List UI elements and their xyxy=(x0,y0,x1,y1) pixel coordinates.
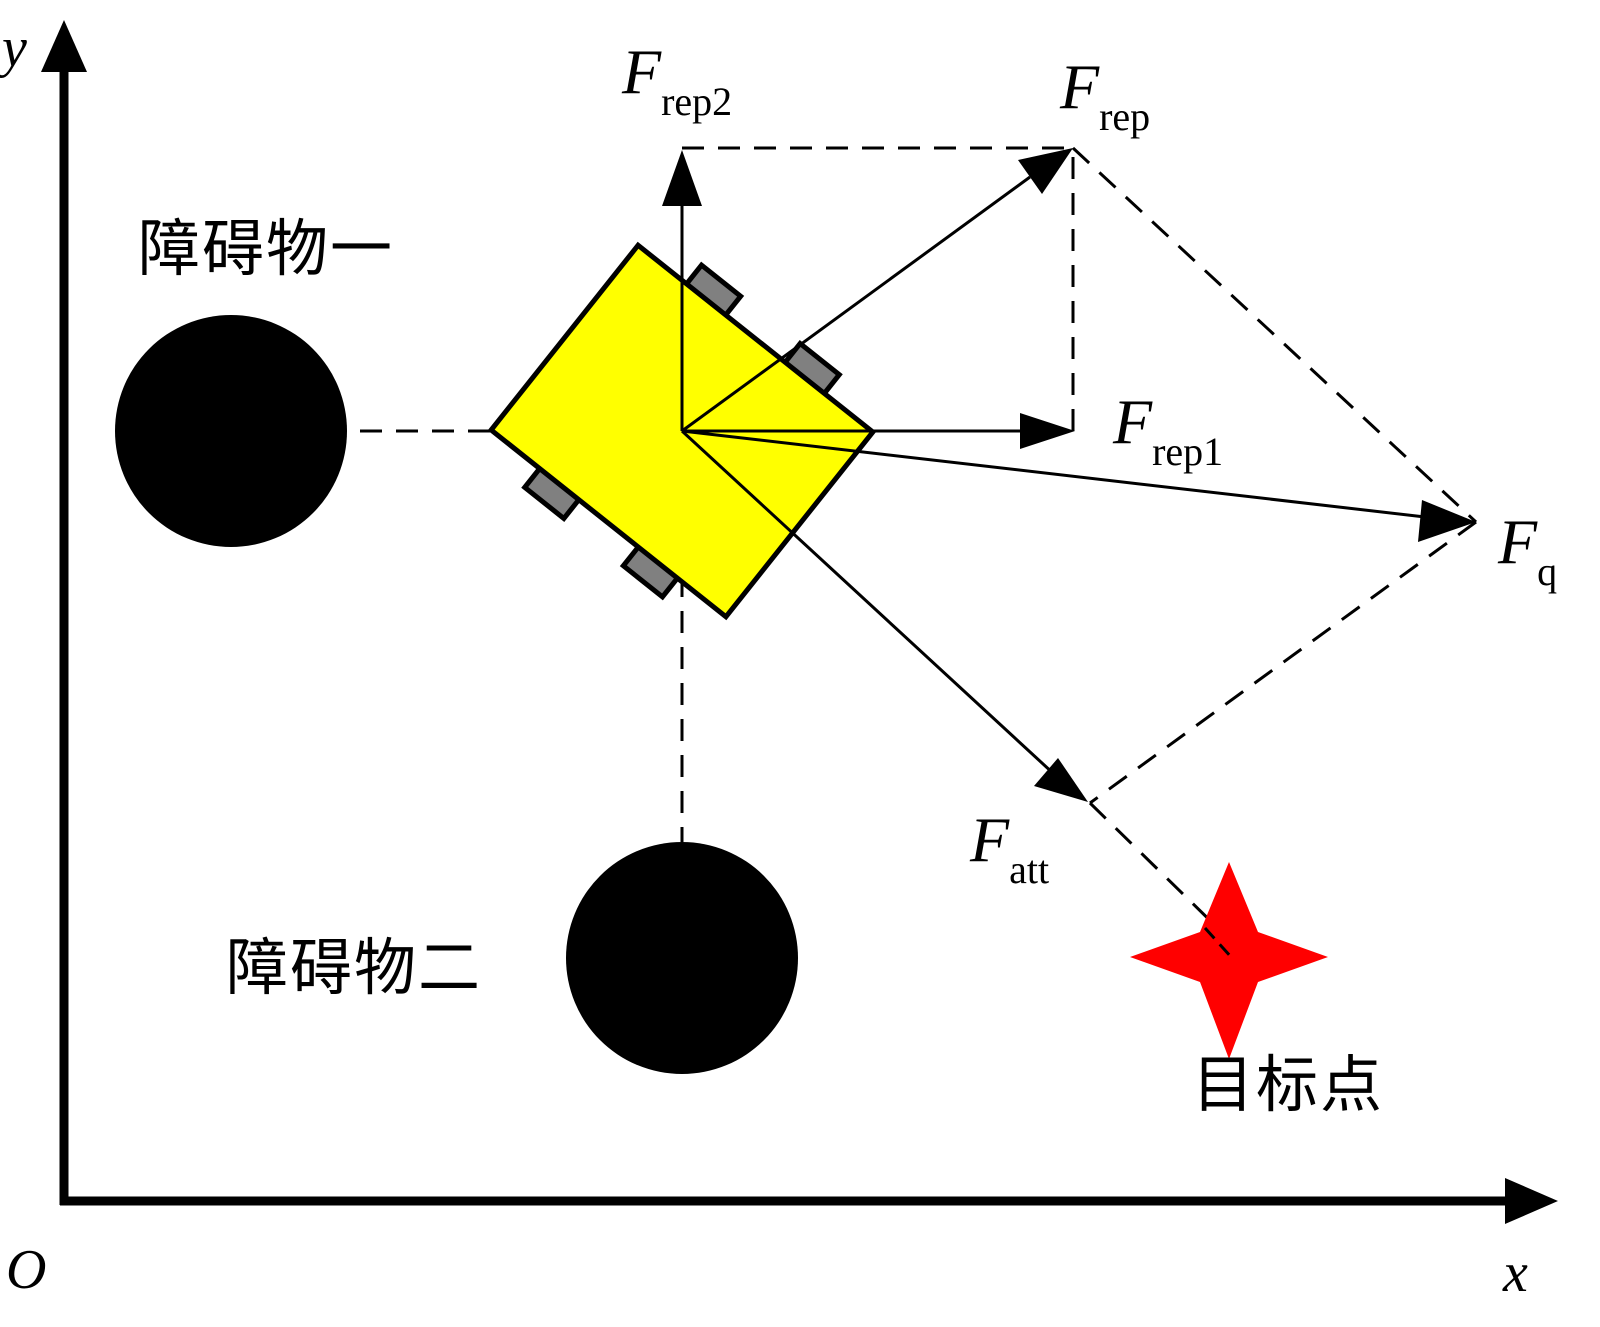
label-f-rep: Frep xyxy=(1060,55,1150,137)
label-f-att: Fatt xyxy=(970,808,1049,890)
label-f-rep1: Frep1 xyxy=(1113,390,1223,472)
label-f-rep2: Frep2 xyxy=(622,40,732,122)
obstacle-1-label: 障碍物一 xyxy=(138,212,395,285)
target-star xyxy=(1130,862,1328,1059)
obstacle-2-circle xyxy=(566,842,798,1074)
arrowhead-f-rep1 xyxy=(1020,413,1075,449)
arrowhead-f-rep2 xyxy=(662,150,702,206)
label-f-att-main: F xyxy=(970,804,1010,875)
x-axis-arrowhead xyxy=(1505,1178,1558,1224)
arrowhead-f-att xyxy=(1034,758,1088,802)
origin-label: O xyxy=(6,1239,47,1301)
arrowhead-f-rep xyxy=(1018,148,1073,194)
label-f-q: Fq xyxy=(1498,510,1557,592)
label-f-att-sub: att xyxy=(1009,847,1050,892)
label-f-rep2-main: F xyxy=(622,36,662,107)
label-f-q-main: F xyxy=(1498,506,1538,577)
vector-f-rep xyxy=(681,175,1031,433)
obstacle-2-label: 障碍物二 xyxy=(226,931,483,1004)
target-label: 目标点 xyxy=(1192,1048,1385,1121)
label-f-q-sub: q xyxy=(1537,549,1558,594)
vector-f-att xyxy=(680,429,1057,777)
label-f-rep-sub: rep xyxy=(1099,94,1151,139)
label-f-rep-main: F xyxy=(1060,51,1100,122)
x-axis-label: x xyxy=(1503,1242,1528,1304)
label-f-rep1-main: F xyxy=(1113,386,1153,457)
dash-fq-to-att xyxy=(1089,520,1477,805)
obstacle-1-circle xyxy=(115,315,347,547)
y-axis-label: y xyxy=(2,17,27,79)
label-f-rep2-sub: rep2 xyxy=(661,79,733,124)
arrowhead-f-q xyxy=(1418,500,1476,542)
vector-f-q xyxy=(681,429,1426,519)
label-f-rep1-sub: rep1 xyxy=(1152,429,1224,474)
dash-into-target xyxy=(1203,926,1234,960)
y-axis-arrowhead xyxy=(41,20,87,72)
dash-rep-to-fq xyxy=(1071,146,1478,524)
